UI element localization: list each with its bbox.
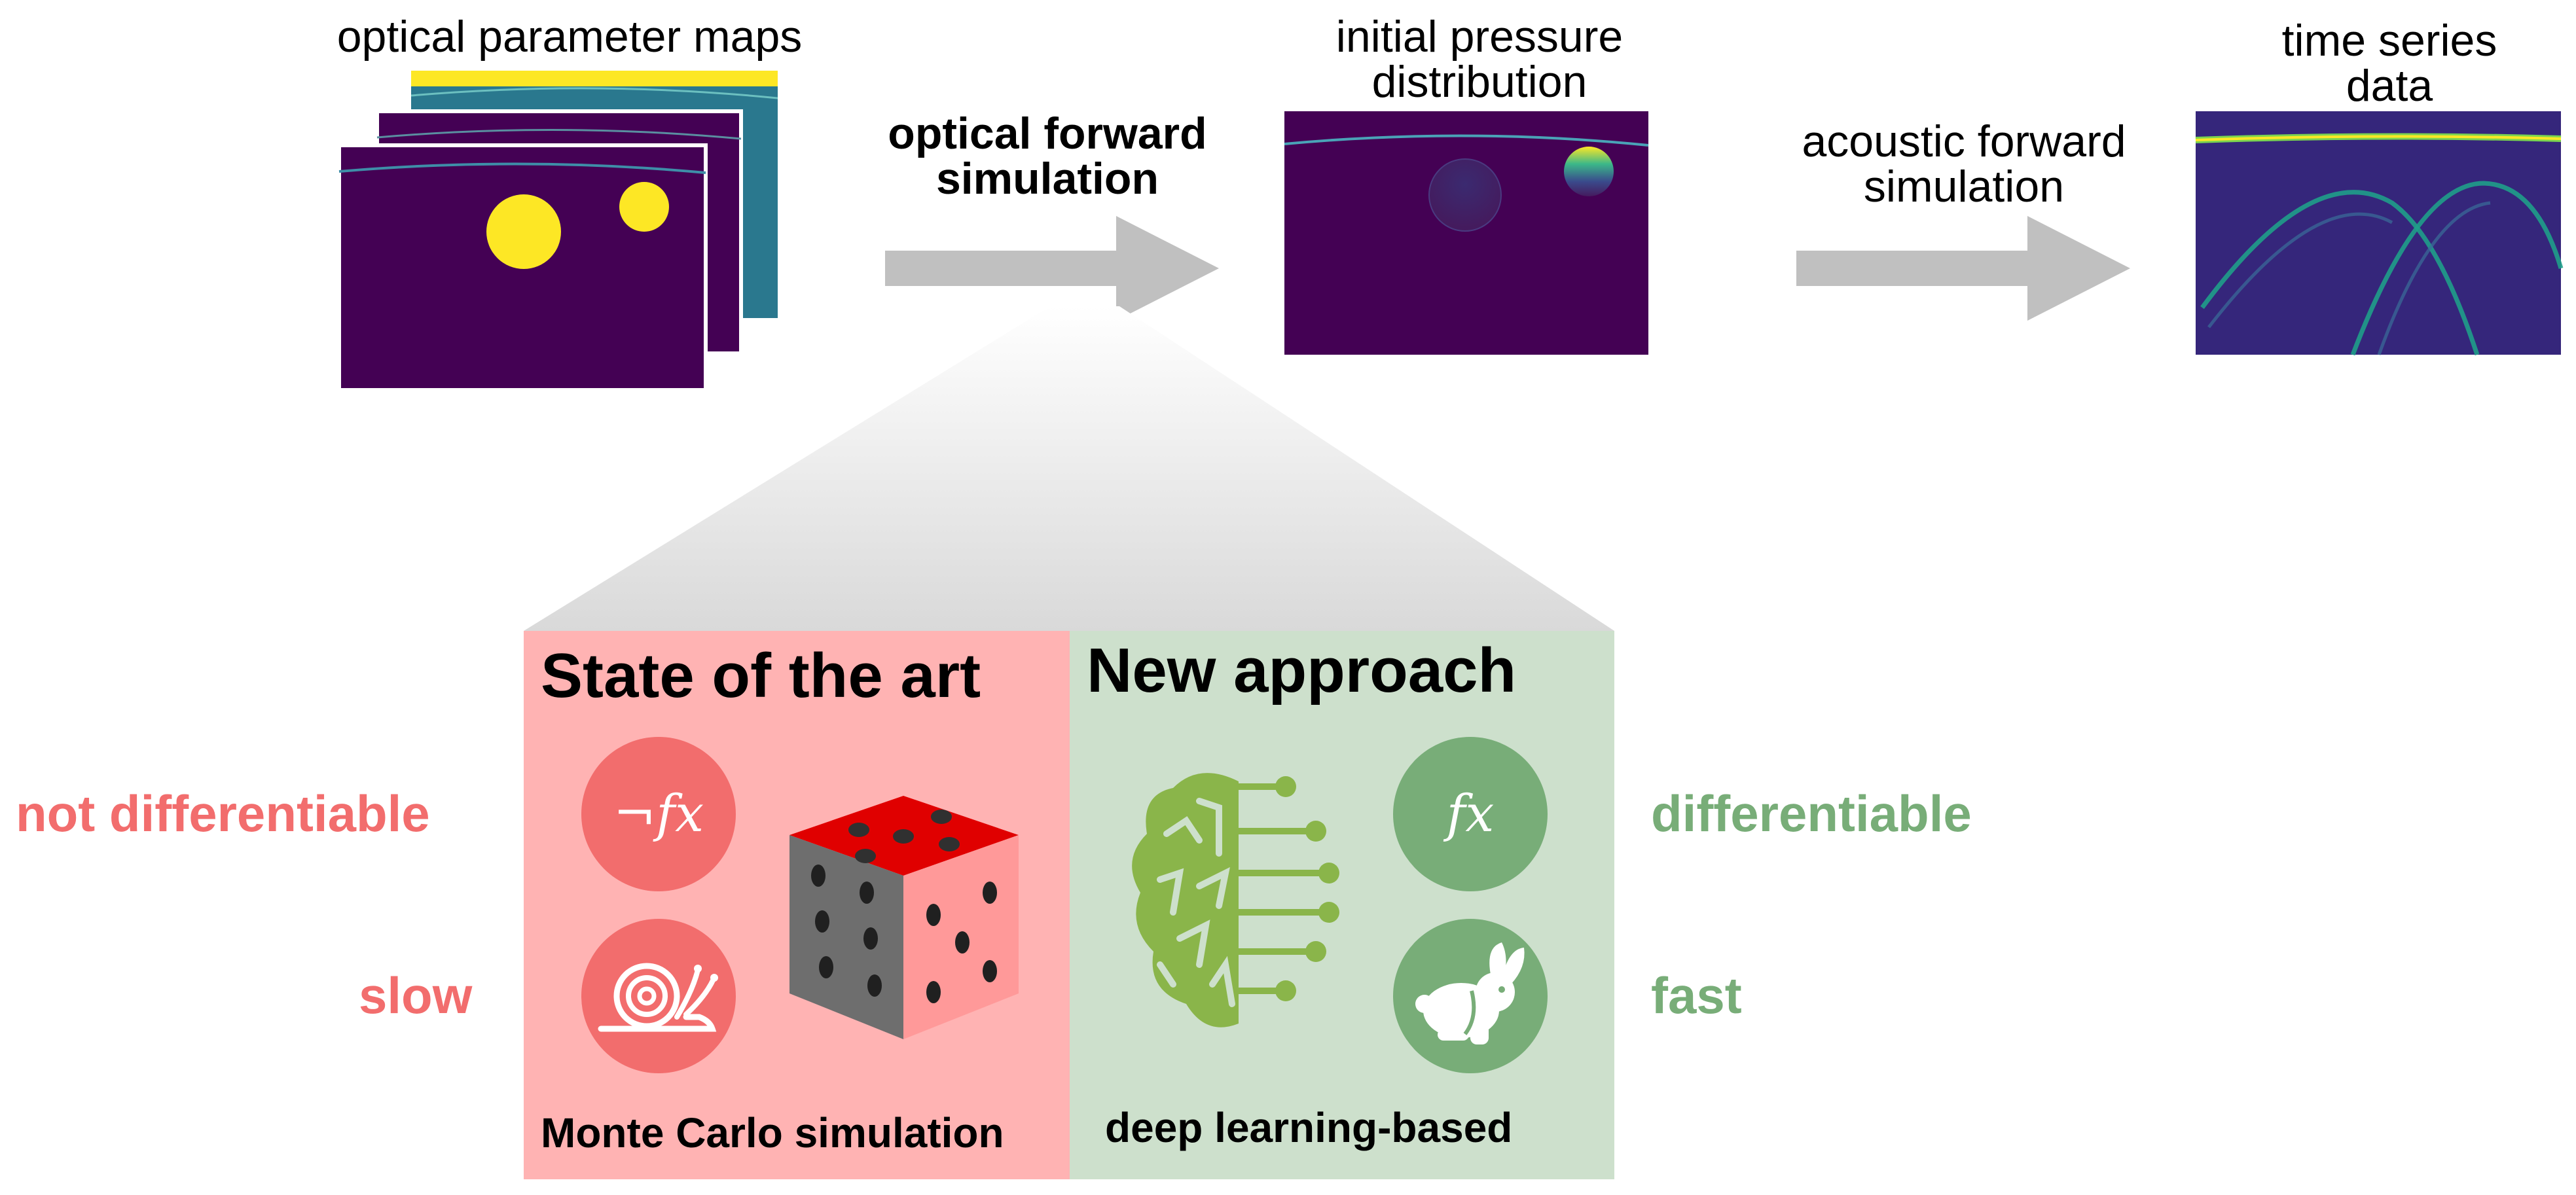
- not-function-icon: ¬fx: [581, 737, 736, 891]
- acoustic-forward-arrow: [1796, 216, 2130, 321]
- dice-icon: [789, 796, 1019, 1039]
- optical-forward-arrow: [885, 216, 1219, 321]
- monte-carlo-caption: Monte Carlo simulation: [541, 1109, 1004, 1156]
- optical-maps-label: optical parameter maps: [336, 12, 803, 62]
- new-approach-title: New approach: [1087, 635, 1517, 705]
- not-fx-symbol: ¬fx: [613, 785, 704, 844]
- initial-pressure-label: initial pressure distribution: [1335, 12, 1624, 107]
- snail-icon: [581, 919, 736, 1073]
- slow-label: slow: [359, 967, 473, 1024]
- deep-learning-caption: deep learning-based: [1105, 1104, 1513, 1151]
- time-series-map: [2195, 111, 2564, 356]
- function-icon: fx: [1393, 737, 1548, 891]
- fx-symbol: fx: [1446, 785, 1495, 844]
- rabbit-icon: [1393, 919, 1548, 1073]
- not-differentiable-label: not differentiable: [16, 785, 430, 842]
- absorber-large: [486, 194, 561, 269]
- acoustic-forward-label: acoustic forward simulation: [1802, 116, 2126, 212]
- initial-pressure-map: [1284, 111, 1649, 355]
- state-of-the-art-title: State of the art: [541, 641, 981, 711]
- absorber-small: [619, 182, 669, 232]
- differentiable-label: differentiable: [1651, 785, 1972, 842]
- circuit-brain-icon: [1132, 773, 1339, 1027]
- fast-label: fast: [1651, 967, 1742, 1024]
- time-series-label: time series data: [2281, 16, 2497, 111]
- optical-forward-label: optical forward simulation: [888, 109, 1207, 204]
